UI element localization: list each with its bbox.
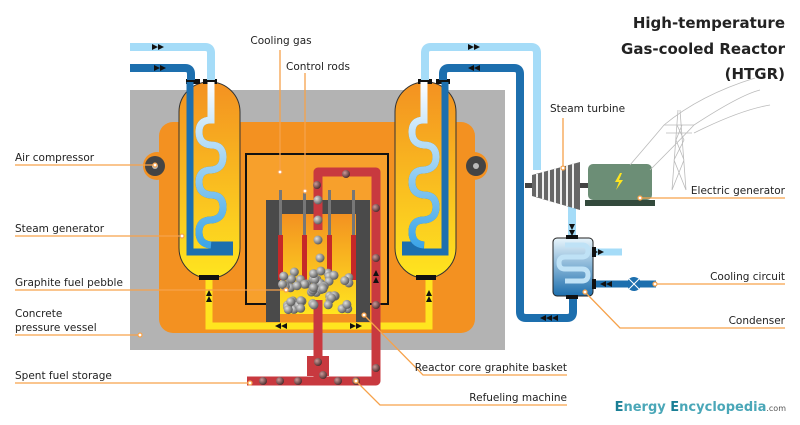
spent-fuel-pebble — [276, 377, 284, 385]
spent-fuel-pebble — [313, 181, 321, 189]
spent-fuel-pebble — [372, 364, 380, 372]
control-rods — [278, 190, 356, 280]
steam-generator-left — [178, 79, 241, 280]
electric-generator — [585, 164, 655, 206]
water-pipe-right — [439, 64, 577, 322]
title-line-3: (HTGR) — [725, 65, 785, 83]
fuel-pebble — [309, 283, 319, 293]
flow-arrows-pipes — [152, 44, 612, 321]
fuel-pebbles — [259, 170, 380, 385]
spent-fuel-pebble — [342, 170, 350, 178]
fuel-pebble — [300, 279, 310, 289]
power-pylon — [629, 77, 771, 191]
water-pipe-left — [130, 64, 195, 80]
leader-lines — [15, 50, 785, 406]
steam-turbine — [525, 162, 590, 210]
steam-generator-right — [394, 79, 457, 280]
fuel-pebble — [279, 271, 289, 281]
label-concrete: Concrete — [15, 308, 62, 320]
fuel-pebble — [283, 305, 293, 315]
fuel-pebble — [318, 284, 328, 294]
steam-pipe-left — [130, 43, 215, 80]
fuel-pebble — [309, 300, 319, 310]
spent-fuel-pebble — [259, 377, 267, 385]
label-air-compressor: Air compressor — [15, 152, 95, 164]
air-compressor-right — [460, 152, 488, 180]
fuel-pebble — [313, 215, 323, 225]
fuel-pebble — [296, 303, 306, 313]
fuel-pebble — [277, 279, 287, 289]
fuel-pebble — [323, 300, 333, 310]
title-line-1: High-temperature — [633, 14, 785, 32]
label-graphite-fuel-pebble: Graphite fuel pebble — [15, 277, 123, 289]
condenser — [552, 235, 596, 299]
fuel-pebble — [326, 293, 336, 303]
fuel-pebble — [313, 235, 323, 245]
label-electric-generator: Electric generator — [691, 185, 786, 197]
label-refueling-machine: Refueling machine — [469, 392, 567, 404]
flow-arrows-coolant — [206, 290, 432, 329]
fuel-pebble — [342, 299, 352, 309]
flow-arrows-fuel — [373, 270, 379, 283]
spent-fuel-pebble — [294, 377, 302, 385]
steam-pipe-right — [421, 43, 541, 170]
fuel-pebble — [296, 296, 306, 306]
label-steam-turbine: Steam turbine — [550, 103, 625, 115]
label-steam-generator: Steam generator — [15, 223, 105, 235]
spent-fuel-pebble — [372, 204, 380, 212]
fuel-pebble — [286, 297, 296, 307]
title-line-2: Gas-cooled Reactor — [621, 40, 786, 58]
fuel-pebble — [287, 274, 297, 284]
spent-fuel-pebble — [334, 377, 342, 385]
fuel-pebble — [289, 267, 299, 277]
spent-fuel-pebble — [314, 358, 322, 366]
fuel-pebble — [315, 253, 325, 263]
fuel-pebble — [292, 281, 302, 291]
spent-fuel-pebble — [319, 371, 327, 379]
fuel-pebble — [329, 270, 339, 280]
label-cooling-circuit: Cooling circuit — [710, 271, 785, 283]
cooling-pump — [627, 277, 641, 291]
label-condenser: Condenser — [729, 315, 786, 327]
fuel-pebble — [313, 195, 323, 205]
label-pressure-vessel: pressure vessel — [15, 322, 97, 334]
fuel-pebble — [316, 266, 326, 276]
label-cooling-gas: Cooling gas — [250, 35, 311, 47]
spent-fuel-pebble — [372, 254, 380, 262]
label-reactor-core-graphite-basket: Reactor core graphite basket — [415, 362, 567, 374]
fuel-pebble — [309, 269, 319, 279]
logo: Energy Encyclopedia.com — [615, 400, 787, 415]
label-control-rods: Control rods — [286, 61, 350, 73]
spent-fuel-pebble — [372, 301, 380, 309]
label-spent-fuel-storage: Spent fuel storage — [15, 370, 112, 382]
fuel-pebble — [340, 276, 350, 286]
